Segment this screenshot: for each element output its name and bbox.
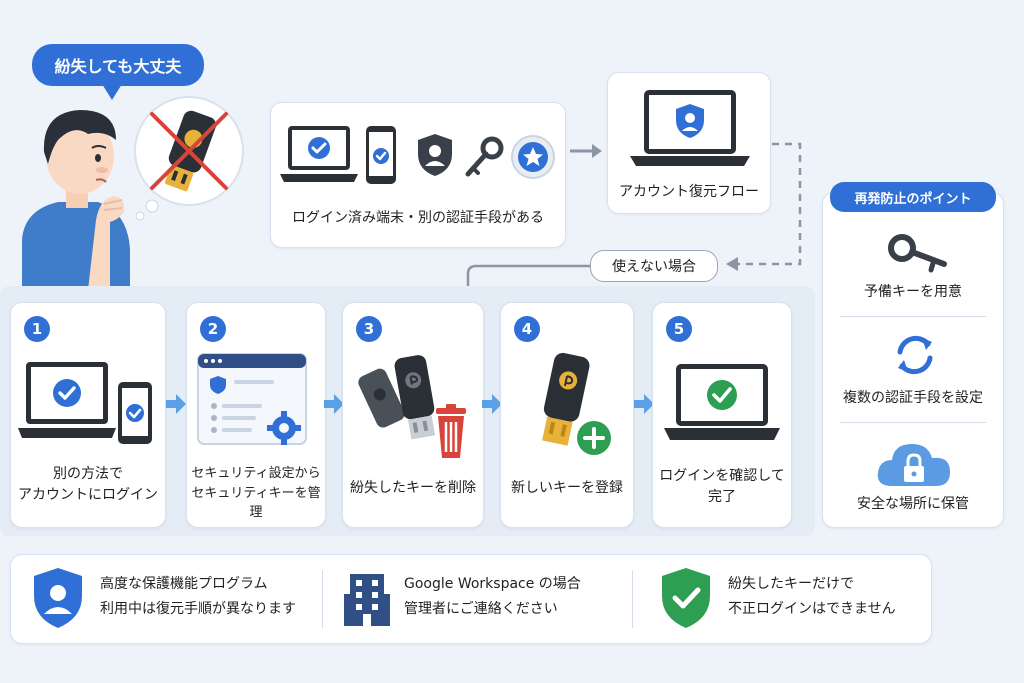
step-1-line2: アカウントにログイン — [18, 487, 158, 503]
step-3-text: 紛失したキーを削除 — [342, 478, 484, 499]
lost-key-icon — [134, 96, 244, 206]
laptop-success-icon — [664, 364, 780, 440]
spare-key-icon — [888, 234, 947, 273]
note-2-line1: Google Workspace の場合 — [404, 576, 581, 592]
dashed-fallback-path-icon — [726, 142, 802, 271]
passkey-star-icon — [511, 135, 555, 179]
step-4-line1: 新しいキーを登録 — [511, 480, 623, 496]
note-3-line1: 紛失したキーだけで — [728, 576, 854, 592]
prevention-item-2: 複数の認証手段を設定 — [843, 390, 983, 406]
notes-divider-2 — [632, 570, 633, 628]
note-2-line2: 管理者にご連絡ください — [404, 600, 558, 617]
note-3-line2: 不正ログインはできません — [728, 600, 896, 617]
note-1-line2: 利用中は復元手順が異なります — [100, 600, 296, 617]
recovery-caption: アカウント復元フロー — [619, 184, 759, 200]
step-5-line1: ログインを確認して — [659, 468, 785, 484]
notes-card — [10, 554, 932, 644]
step-2-text: セキュリティ設定から セキュリティキーを管理 — [186, 464, 326, 523]
step-3-line1: 紛失したキーを削除 — [350, 480, 476, 496]
step-4-text: 新しいキーを登録 — [500, 478, 634, 499]
note-3-text: 紛失したキーだけで 不正ログインはできません — [728, 572, 896, 621]
laptop-check-icon — [280, 126, 358, 182]
step-2-line1: セキュリティ設定から — [191, 466, 321, 481]
speech-bubble: 紛失しても大丈夫 — [32, 44, 204, 86]
cloud-lock-icon — [877, 444, 950, 486]
laptop-phone-check-icon — [18, 362, 152, 444]
prevention-divider-2 — [840, 422, 986, 423]
step-arrow-1-icon — [166, 394, 186, 414]
step-number-4: 4 — [514, 316, 540, 342]
speech-bubble-text: 紛失しても大丈夫 — [54, 57, 182, 76]
fallback-label-text: 使えない場合 — [612, 259, 696, 275]
note-1-text: 高度な保護機能プログラム 利用中は復元手順が異なります — [100, 572, 296, 621]
arrow-to-recovery-icon — [570, 144, 602, 158]
shield-check-icon — [662, 568, 710, 628]
fallback-label: 使えない場合 — [590, 250, 718, 282]
step-5-line2: 完了 — [708, 489, 736, 505]
worried-person-icon — [22, 110, 130, 290]
step-arrow-3-icon — [482, 394, 502, 414]
sync-icon — [897, 335, 933, 375]
key-icon — [465, 136, 504, 177]
devices-caption: ログイン済み端末・別の認証手段がある — [292, 210, 544, 226]
prevention-item-1: 予備キーを用意 — [864, 284, 962, 300]
prevention-title-text: 再発防止のポイント — [854, 191, 972, 207]
laptop-shield-icon — [630, 90, 750, 166]
keys-trash-icon — [358, 355, 466, 458]
note-2-text: Google Workspace の場合 管理者にご連絡ください — [404, 572, 581, 621]
notes-divider-1 — [322, 570, 323, 628]
user-shield-icon — [418, 134, 452, 176]
prevention-title: 再発防止のポイント — [830, 182, 996, 212]
prevention-item-3: 安全な場所に保管 — [857, 496, 969, 512]
shield-person-icon — [34, 568, 82, 628]
step-arrow-4-icon — [634, 394, 654, 414]
new-key-plus-icon — [542, 352, 611, 455]
step-2-line2: セキュリティキーを管理 — [191, 485, 321, 521]
prevention-divider-1 — [840, 316, 986, 317]
step-arrow-2-icon — [324, 394, 344, 414]
step-number-5: 5 — [666, 316, 692, 342]
step-number-1: 1 — [24, 316, 50, 342]
step-number-3: 3 — [356, 316, 382, 342]
fallback-connector-icon — [466, 264, 590, 302]
phone-check-icon — [366, 126, 396, 184]
note-1-line1: 高度な保護機能プログラム — [100, 576, 268, 592]
step-1-text: 別の方法で アカウントにログイン — [10, 464, 166, 506]
step-number-2: 2 — [200, 316, 226, 342]
step-5-text: ログインを確認して 完了 — [652, 466, 792, 508]
thought-dots-icon — [135, 199, 159, 221]
settings-window-gear-icon — [197, 353, 307, 445]
building-icon — [344, 574, 390, 626]
step-1-line1: 別の方法で — [53, 466, 123, 482]
speech-bubble-tail-icon — [102, 84, 122, 100]
